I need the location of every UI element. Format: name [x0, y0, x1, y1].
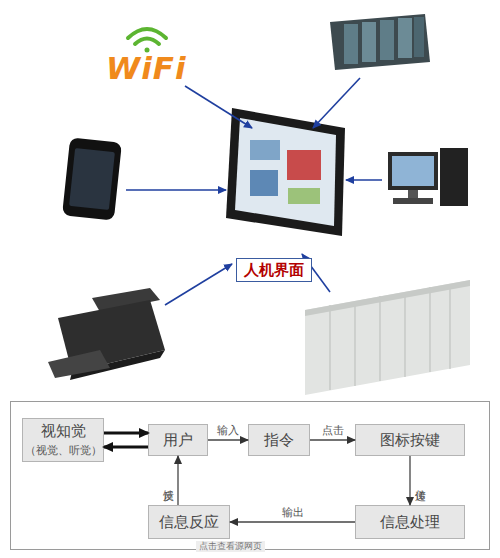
- process-box: 用户: [148, 424, 208, 456]
- box-text: 信息反应: [159, 513, 219, 532]
- box-text: 人机界面: [244, 261, 304, 280]
- box-text: 指令: [264, 431, 294, 450]
- watermark: 点击查看源网页: [196, 541, 265, 552]
- edge-label: 输入: [217, 425, 239, 437]
- hmi-tablet: [226, 108, 345, 236]
- flow-arrow: [208, 439, 248, 440]
- flow-frame: [11, 402, 490, 550]
- printer: [48, 288, 165, 380]
- flow-arrow: [104, 432, 148, 435]
- process-box: 信息处理: [355, 505, 465, 539]
- process-box: 视知觉 （视觉、听觉）: [22, 418, 104, 462]
- wifi-arcs: [128, 29, 166, 53]
- flow-arrow: [230, 521, 355, 522]
- box-subtext: （视觉、听觉）: [25, 443, 102, 458]
- desktop-pc: [388, 148, 468, 206]
- process-box: 图标按键: [355, 424, 465, 456]
- box-text: 用户: [163, 431, 193, 450]
- wifi-logo-text: WiFi: [106, 50, 187, 86]
- flow-arrow: [104, 446, 148, 449]
- flow-arrow: [409, 456, 410, 505]
- connection-arrows: [126, 78, 382, 305]
- box-text: 信息处理: [380, 513, 440, 532]
- edge-label: 输出: [282, 507, 304, 519]
- switch-cabinets: [305, 280, 470, 395]
- hmi-label-box: 人机界面: [236, 258, 312, 282]
- phone: [62, 137, 122, 220]
- plc-module: [330, 14, 430, 70]
- box-text: 图标按键: [380, 431, 440, 450]
- box-text: 视知觉: [41, 422, 86, 441]
- flow-arrow: [310, 439, 355, 440]
- process-box: 指令: [248, 424, 310, 456]
- flow-arrow: [177, 456, 178, 505]
- edge-label: 点击: [322, 425, 344, 437]
- process-box: 信息反应: [148, 505, 230, 539]
